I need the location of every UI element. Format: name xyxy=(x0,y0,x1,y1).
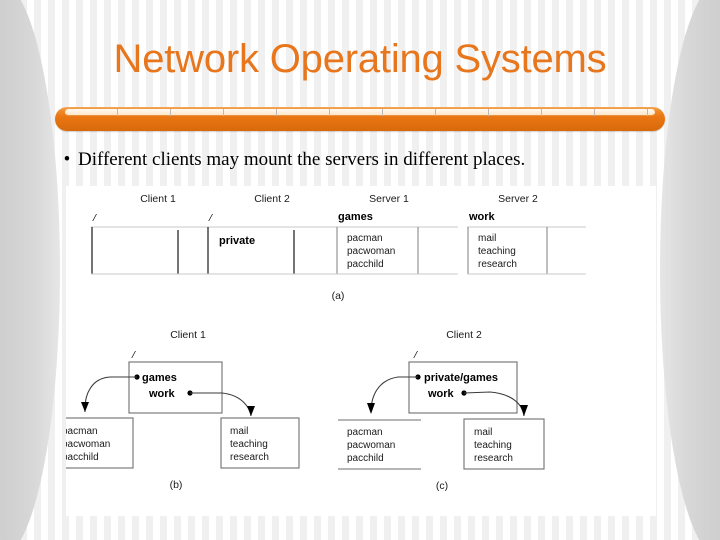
panel-a-col-2-subdir: games xyxy=(338,211,373,223)
panel-b-left-entry-2: pacchild xyxy=(66,452,99,463)
panel-b: Client 1 / games work pacman pacwoman pa… xyxy=(66,329,300,491)
bullet-list-item: • Different clients may mount the server… xyxy=(56,148,676,172)
panel-c-root-entry-0: private/games xyxy=(424,372,498,384)
bullet-marker-icon: • xyxy=(63,149,71,170)
panel-c-left-entry-1: pacwoman xyxy=(347,440,395,451)
panel-a: Client 1 / Client 2 / private Server 1 g… xyxy=(91,193,586,302)
panel-a-col-2-heading: Server 1 xyxy=(369,193,409,205)
panel-c-left-arc xyxy=(370,376,418,413)
panel-c: Client 2 / private/games work pacman pac… xyxy=(338,329,545,492)
bullet-item-text: Different clients may mount the servers … xyxy=(78,149,526,170)
panel-a-col-3-entry-1: teaching xyxy=(478,246,516,257)
panel-c-right-arc xyxy=(463,391,525,417)
panel-a-col-3-subdir: work xyxy=(468,211,496,223)
panel-a-col-0-heading: Client 1 xyxy=(140,193,176,205)
panel-a-col-2-entry-1: pacwoman xyxy=(347,246,395,257)
panel-a-col-1-subdir: private xyxy=(219,235,255,247)
panel-b-right-arrowhead xyxy=(247,406,255,416)
panel-c-left-arrowhead xyxy=(367,403,375,414)
mount-points-figure: Client 1 / Client 2 / private Server 1 g… xyxy=(66,186,656,516)
panel-a-col-2-entry-2: pacchild xyxy=(347,259,384,270)
panel-c-left-entry-0: pacman xyxy=(347,427,383,438)
panel-b-caption: (b) xyxy=(170,479,183,491)
panel-c-right-arrowhead xyxy=(520,405,528,416)
panel-c-right-entry-2: research xyxy=(474,453,513,464)
panel-a-caption: (a) xyxy=(332,290,345,302)
panel-b-root-entry-0: games xyxy=(142,372,177,384)
panel-a-col-2-entry-0: pacman xyxy=(347,233,383,244)
panel-b-right-entry-0: mail xyxy=(230,426,248,437)
page-title: Network Operating Systems xyxy=(113,37,607,81)
panel-b-root: / xyxy=(131,349,136,361)
panel-c-left-entry-2: pacchild xyxy=(347,453,384,464)
panel-a-col-3-entry-2: research xyxy=(478,259,517,270)
panel-b-right-entry-2: research xyxy=(230,452,269,463)
panel-c-heading: Client 2 xyxy=(446,329,482,341)
panel-a-col-3-heading: Server 2 xyxy=(498,193,538,205)
panel-b-heading: Client 1 xyxy=(170,329,206,341)
panel-a-col-1-root: / xyxy=(208,212,213,224)
panel-c-root-entry-1: work xyxy=(427,388,455,400)
panel-c-root: / xyxy=(413,349,418,361)
panel-b-root-entry-1: work xyxy=(148,388,176,400)
orange-divider-bar xyxy=(55,107,665,131)
panel-b-left-arrowhead xyxy=(81,402,89,412)
panel-b-left-entry-0: pacman xyxy=(66,426,98,437)
panel-b-left-entry-1: pacwoman xyxy=(66,439,110,450)
panel-b-right-entry-1: teaching xyxy=(230,439,268,450)
panel-a-col-3-entry-0: mail xyxy=(478,233,496,244)
panel-c-right-entry-0: mail xyxy=(474,427,492,438)
panel-c-caption: (c) xyxy=(436,480,448,492)
panel-a-col-1-heading: Client 2 xyxy=(254,193,290,205)
panel-a-col-0-root: / xyxy=(92,212,97,224)
panel-c-right-entry-1: teaching xyxy=(474,440,512,451)
divider-pill xyxy=(55,107,665,131)
divider-tick-marks xyxy=(65,109,655,116)
